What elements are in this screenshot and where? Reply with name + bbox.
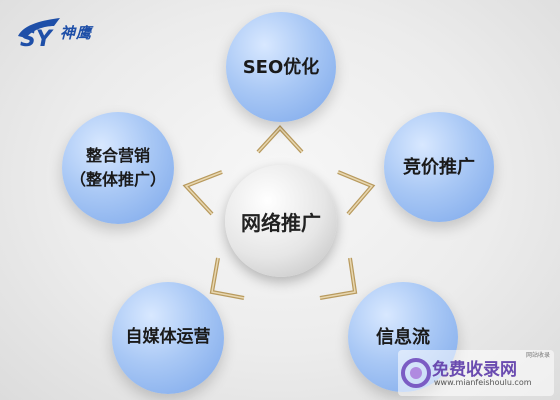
integrated-node: 整合营销 （整体推广）	[62, 112, 174, 224]
integrated-label-line1: 整合营销	[85, 146, 150, 165]
feed-label: 信息流	[376, 326, 430, 348]
bidding-node: 竞价推广	[384, 112, 494, 222]
watermark-tag: 网站收录	[526, 352, 551, 359]
svg-text:SY: SY	[20, 27, 54, 50]
bidding-label: 竞价推广	[403, 156, 475, 178]
center-node: 网络推广	[225, 165, 337, 277]
sy-logo-icon: SY	[18, 18, 60, 50]
center-label: 网络推广	[241, 210, 321, 235]
seo-node: SEO优化	[226, 12, 336, 122]
arrow-to-seo-icon	[256, 125, 304, 154]
media-label: 自媒体运营	[125, 327, 211, 348]
arrow-to-feed-icon	[319, 257, 358, 300]
logo-text: 神鹰	[60, 24, 93, 42]
seo-label: SEO优化	[242, 56, 320, 78]
watermark-title: 免费收录网	[432, 360, 517, 380]
media-node: 自媒体运营	[112, 282, 224, 394]
integrated-label-line2: （整体推广）	[69, 170, 166, 189]
watermark-logo-icon	[398, 350, 554, 396]
watermark-url: www.mianfeishoulu.com	[434, 378, 532, 387]
